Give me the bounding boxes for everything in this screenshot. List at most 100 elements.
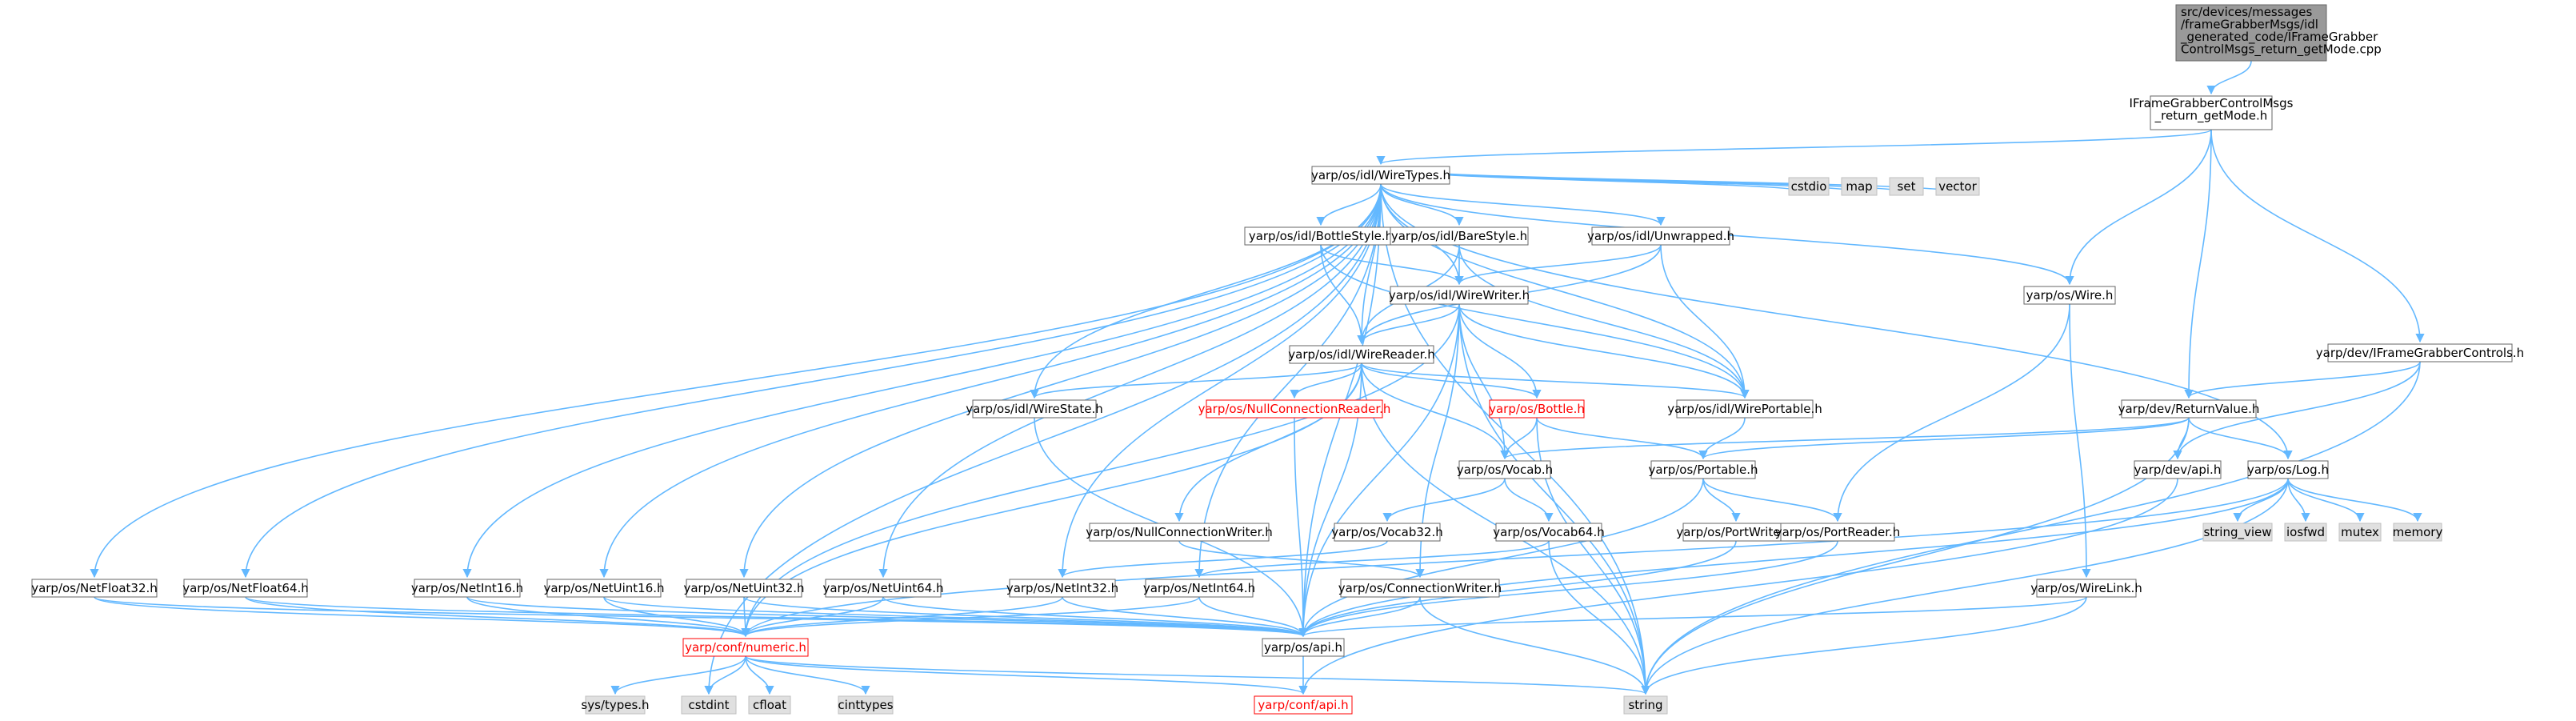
node-ifgret[interactable]: IFrameGrabberControlMsgs_return_getMode.… [2130,95,2294,130]
edge-wiretypes-to-bottlestyle [1316,183,1382,226]
edge-vocab64-to-netint64 [1194,540,1550,579]
node-bottle[interactable]: yarp/os/Bottle.h [1489,399,1585,419]
edge-wirewriter-to-bottle [1458,303,1542,399]
edge-netint32-to-osapi [1062,596,1308,638]
edge-unwrapped-to-wireportable [1660,244,1750,399]
node-label-nullconnwriter: yarp/os/NullConnectionWriter.h [1086,525,1272,539]
edge-wire-to-portreader [1833,303,2070,523]
node-box-wirelink [2036,579,2137,598]
node-wirelink[interactable]: yarp/os/WireLink.h [2030,579,2142,598]
node-portable[interactable]: yarp/os/Portable.h [1649,460,1758,479]
node-systypes: sys/types.h [581,695,650,715]
node-osapi[interactable]: yarp/os/api.h [1262,638,1345,657]
node-box-netuint16 [546,579,662,598]
node-netint32[interactable]: yarp/os/NetInt32.h [1006,579,1118,598]
node-barestyle[interactable]: yarp/os/idl/BareStyle.h [1390,226,1529,246]
edge-vocab64-to-string [1548,540,1650,695]
node-wirewriter[interactable]: yarp/os/idl/WireWriter.h [1389,286,1530,305]
edge-connwriter-to-osapi [1298,596,1421,638]
node-box-portreader [1780,523,1895,542]
edge-netuint32-to-osapi [743,596,1308,638]
node-box-connwriter [1340,579,1500,598]
node-netuint32[interactable]: yarp/os/NetUint32.h [683,579,805,598]
node-label-nullconnreader: yarp/os/NullConnectionReader.h [1198,402,1391,416]
node-string_view: string_view [2202,523,2273,542]
node-devapi[interactable]: yarp/dev/api.h [2134,460,2222,479]
node-portwriter[interactable]: yarp/os/PortWriter.h [1676,523,1796,542]
edge-returnvalue-to-log [2188,417,2293,460]
edge-wirewriter-to-wireportable [1458,303,1750,399]
node-netint64[interactable]: yarp/os/NetInt64.h [1143,579,1255,598]
edge-numeric-to-string [745,655,1650,695]
node-box-vocab32 [1334,523,1441,542]
node-root[interactable]: src/devices/messages/frameGrabberMsgs/id… [2175,4,2382,62]
node-log[interactable]: yarp/os/Log.h [2247,460,2329,479]
node-iosfwd: iosfwd [2284,523,2327,542]
node-label-wire: yarp/os/Wire.h [2026,288,2114,302]
node-label-ifgret: IFrameGrabberControlMsgs_return_getMode.… [2130,96,2294,124]
node-netfloat32[interactable]: yarp/os/NetFloat32.h [31,579,158,598]
node-netuint64[interactable]: yarp/os/NetUint64.h [822,579,944,598]
node-memory: memory [2393,523,2442,542]
node-netfloat64[interactable]: yarp/os/NetFloat64.h [182,579,309,598]
node-box-wirestate [972,399,1097,419]
node-box-netfloat64 [183,579,308,598]
edge-wirewriter-to-wirereader [1357,303,1460,345]
edge-returnvalue-to-portable [1698,417,2190,460]
node-box-vector [1935,177,1980,196]
node-label-netfloat64: yarp/os/NetFloat64.h [182,581,309,595]
node-nullconnreader[interactable]: yarp/os/NullConnectionReader.h [1198,399,1391,419]
node-ifgcontrols[interactable]: yarp/dev/IFrameGrabberControls.h [2316,343,2524,363]
node-wiretypes[interactable]: yarp/os/idl/WireTypes.h [1311,166,1450,185]
node-box-root [2175,4,2327,62]
edge-portable-to-portreader [1702,478,1842,523]
node-box-iosfwd [2284,523,2327,542]
edge-bottlestyle-to-wirewriter [1320,244,1464,286]
node-nullconnwriter[interactable]: yarp/os/NullConnectionWriter.h [1086,523,1273,542]
edge-wirereader-to-wirestate [1030,363,1362,399]
edge-vocab-to-vocab32 [1382,478,1506,523]
node-string: string [1623,695,1668,715]
node-netuint16[interactable]: yarp/os/NetUint16.h [543,579,665,598]
node-box-numeric [682,638,809,657]
node-box-wire [2023,286,2116,305]
node-box-vocab64 [1495,523,1602,542]
edge-log-to-mutex [2287,478,2365,523]
edge-wirewriter-to-vocab [1458,303,1510,460]
node-bottlestyle[interactable]: yarp/os/idl/BottleStyle.h [1244,226,1398,246]
node-box-mutex [2338,523,2382,542]
node-wire[interactable]: yarp/os/Wire.h [2023,286,2116,305]
node-box-ifgret [2150,95,2273,130]
node-box-netuint32 [686,579,802,598]
edge-numeric-to-systypes [610,655,746,695]
edge-wirewriter-to-numeric [741,303,1460,638]
node-wirereader[interactable]: yarp/os/idl/WireReader.h [1288,345,1435,364]
node-mutex: mutex [2338,523,2382,542]
node-confapi[interactable]: yarp/conf/api.h [1254,695,1353,715]
node-wirestate[interactable]: yarp/os/idl/WireState.h [966,399,1103,419]
edge-log-to-string [1641,478,2289,695]
node-portreader[interactable]: yarp/os/PortReader.h [1775,523,1901,542]
node-label-osapi: yarp/os/api.h [1264,640,1342,655]
node-vocab[interactable]: yarp/os/Vocab.h [1457,460,1553,479]
node-connwriter[interactable]: yarp/os/ConnectionWriter.h [1338,579,1502,598]
node-label-returnvalue: yarp/dev/ReturnValue.h [2118,402,2260,416]
node-wireportable[interactable]: yarp/os/idl/WirePortable.h [1667,399,1822,419]
edge-unwrapped-to-wirewriter [1454,244,1662,286]
node-layer: src/devices/messages/frameGrabberMsgs/id… [31,4,2524,715]
edge-bottlestyle-to-wireportable [1320,244,1750,399]
node-vocab64[interactable]: yarp/os/Vocab64.h [1493,523,1605,542]
node-returnvalue[interactable]: yarp/dev/ReturnValue.h [2118,399,2260,419]
node-vector: vector [1935,177,1980,196]
edge-wiretypes-to-barestyle [1380,183,1464,226]
node-label-confapi: yarp/conf/api.h [1258,698,1348,712]
node-netint16[interactable]: yarp/os/NetInt16.h [411,579,523,598]
edge-wiretypes-to-string [1380,183,1650,695]
node-label-wiretypes: yarp/os/idl/WireTypes.h [1311,168,1450,182]
node-numeric[interactable]: yarp/conf/numeric.h [682,638,809,657]
node-vocab32[interactable]: yarp/os/Vocab32.h [1331,523,1443,542]
node-unwrapped[interactable]: yarp/os/idl/Unwrapped.h [1587,226,1734,246]
node-box-barestyle [1390,226,1529,246]
edge-returnvalue-to-vocab [1500,417,2190,460]
node-cinttypes: cinttypes [838,695,894,715]
